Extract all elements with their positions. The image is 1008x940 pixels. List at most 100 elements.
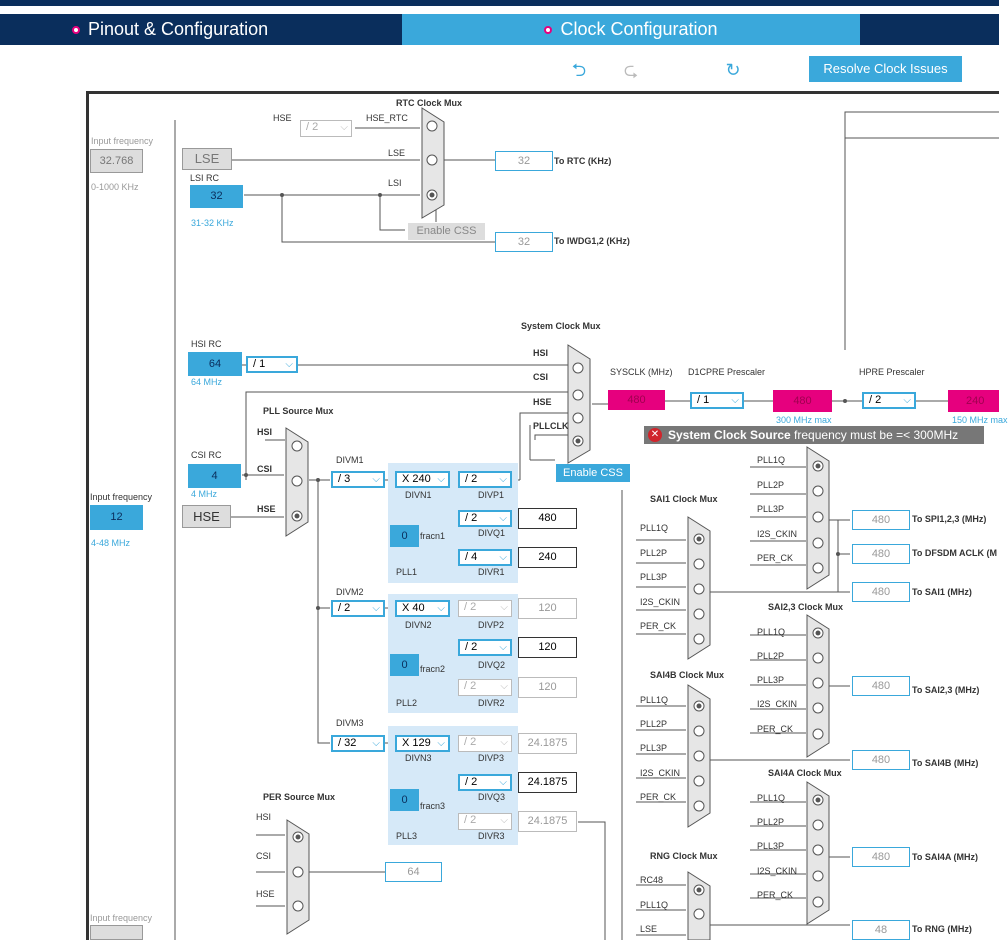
per-source-mux-title: PER Source Mux: [263, 792, 336, 802]
dfsdm-output-value: 480: [852, 544, 910, 564]
error-bold-text: System Clock Source: [668, 428, 791, 442]
chevron-down-icon: ⌵: [731, 395, 739, 406]
hsi-divider-select[interactable]: / 1⌵: [246, 356, 298, 373]
tab-label: Pinout & Configuration: [88, 19, 269, 39]
divn1-value: X 240: [402, 473, 431, 485]
divm2-value: / 2: [338, 602, 351, 614]
fracn2-label: fracn2: [420, 664, 446, 674]
divp2-output: 120: [518, 598, 577, 619]
divp2-label: DIVP2: [478, 620, 505, 630]
divm3-select[interactable]: / 32 ⌵: [331, 735, 385, 752]
chevron-down-icon: ⌵: [499, 642, 507, 653]
divn2-select[interactable]: X 40⌵: [395, 600, 450, 617]
divp1-select[interactable]: / 2⌵: [458, 471, 512, 488]
rtc-output-value: 32: [495, 151, 553, 171]
rtc-enable-css-button[interactable]: Enable CSS: [408, 223, 485, 240]
per-output-value: 64: [385, 862, 442, 882]
hse-rtc-divider-select[interactable]: / 2⌵: [300, 120, 352, 137]
sai4b-input: PLL2P: [640, 719, 668, 729]
sai23-input: PLL2P: [757, 651, 785, 661]
redo-icon[interactable]: ⮎: [623, 60, 639, 80]
chevron-down-icon: ⌵: [437, 738, 445, 749]
resolve-clock-issues-button[interactable]: Resolve Clock Issues: [809, 56, 962, 82]
spi-input: PLL2P: [757, 480, 785, 490]
divr2-label: DIVR2: [478, 698, 505, 708]
fracn3-label: fracn3: [420, 801, 446, 811]
rng-output-label: To RNG (MHz): [912, 924, 972, 934]
per-csi-label: CSI: [256, 851, 272, 861]
divr2-select[interactable]: / 2⌵: [458, 679, 512, 696]
divr3-select[interactable]: / 2⌵: [458, 813, 512, 830]
sai23-output-label: To SAI2,3 (MHz): [912, 685, 980, 695]
divp2-select[interactable]: / 2⌵: [458, 600, 512, 617]
tab-pinout-configuration[interactable]: Pinout & Configuration: [0, 14, 400, 45]
divn1-select[interactable]: X 240 ⌵: [395, 471, 450, 488]
sai4a-input: PLL2P: [757, 817, 785, 827]
divn3-label: DIVN3: [405, 753, 432, 763]
per-hsi-label: HSI: [256, 812, 272, 822]
rtc-hse-rtc-label: HSE_RTC: [366, 113, 408, 123]
pllmux-hsi-label: HSI: [257, 427, 273, 437]
iwdg-output-value: 32: [495, 232, 553, 252]
divq1-select[interactable]: / 2⌵: [458, 510, 512, 527]
divm2-select[interactable]: / 2 ⌵: [331, 600, 385, 617]
divp1-label: DIVP1: [478, 490, 505, 500]
sai1-output-label: To SAI1 (MHz): [912, 587, 972, 597]
chevron-down-icon: ⌵: [500, 602, 508, 613]
chevron-down-icon: ⌵: [372, 603, 380, 614]
undo-icon[interactable]: ⮌: [571, 60, 587, 80]
fracn1-label: fracn1: [420, 531, 446, 541]
fracn3-field[interactable]: 0: [390, 789, 419, 811]
tab-clock-configuration[interactable]: Clock Configuration: [402, 14, 860, 45]
fracn1-field[interactable]: 0: [390, 525, 419, 547]
chevron-down-icon: ⌵: [499, 552, 507, 563]
sysmux-csi-label: CSI: [533, 372, 549, 382]
hse-input-frequency-field[interactable]: 12: [90, 505, 143, 530]
divq2-select[interactable]: / 2⌵: [458, 639, 512, 656]
per-input-frequency-field[interactable]: [90, 925, 143, 940]
pll2-label: PLL2: [396, 698, 418, 708]
divr1-output: 240: [518, 547, 577, 568]
rng-input: LSE: [640, 924, 658, 934]
divq3-select[interactable]: / 2⌵: [458, 774, 512, 791]
sai1-input: PER_CK: [640, 621, 677, 631]
divq1-value: / 2: [465, 512, 478, 524]
divq2-label: DIVQ2: [478, 660, 506, 670]
divp3-label: DIVP3: [478, 753, 505, 763]
rng-output-value: 48: [852, 920, 910, 940]
d1cpre-label: D1CPRE Prescaler: [688, 367, 766, 377]
hpre-label: HPRE Prescaler: [859, 367, 925, 377]
sai23-mux-title: SAI2,3 Clock Mux: [768, 602, 844, 612]
error-icon: ✕: [648, 428, 662, 442]
fracn2-field[interactable]: 0: [390, 654, 419, 676]
sys-enable-css-button[interactable]: Enable CSS: [556, 464, 630, 482]
chevron-down-icon: ⌵: [372, 738, 380, 749]
divr2-output: 120: [518, 677, 577, 698]
rng-input: PLL1Q: [640, 900, 669, 910]
sai4b-input: I2S_CKIN: [640, 768, 681, 778]
sai4b-input: PLL3P: [640, 743, 668, 753]
d1cpre-value: / 1: [697, 394, 710, 406]
chevron-down-icon: ⌵: [285, 359, 293, 370]
spi-output-value: 480: [852, 510, 910, 530]
divm3-label: DIVM3: [336, 718, 364, 728]
chevron-down-icon: ⌵: [500, 681, 508, 692]
pll-source-mux-title: PLL Source Mux: [263, 406, 334, 416]
divm3-value: / 32: [338, 737, 357, 749]
d1cpre-select[interactable]: / 1 ⌵: [690, 392, 744, 409]
hse-rtc-divider-value: / 2: [306, 121, 319, 133]
divm1-select[interactable]: / 3⌵: [331, 471, 385, 488]
reset-icon[interactable]: ↻: [725, 60, 741, 80]
d1-max-label: 300 MHz max: [776, 415, 832, 425]
divn3-select[interactable]: X 129⌵: [395, 735, 450, 752]
divp3-select[interactable]: / 2⌵: [458, 735, 512, 752]
chevron-down-icon: ⌵: [437, 474, 445, 485]
divr1-select[interactable]: / 4 ⌵: [458, 549, 512, 566]
lse-input-frequency-field[interactable]: 32.768: [90, 149, 143, 173]
hsi-rc-label: HSI RC: [191, 339, 222, 349]
chevron-down-icon: ⌵: [500, 737, 508, 748]
divr1-value: / 4: [465, 551, 478, 563]
hpre-select[interactable]: / 2⌵: [862, 392, 916, 409]
sai4a-input: PER_CK: [757, 890, 794, 900]
chevron-down-icon: ⌵: [903, 395, 911, 406]
